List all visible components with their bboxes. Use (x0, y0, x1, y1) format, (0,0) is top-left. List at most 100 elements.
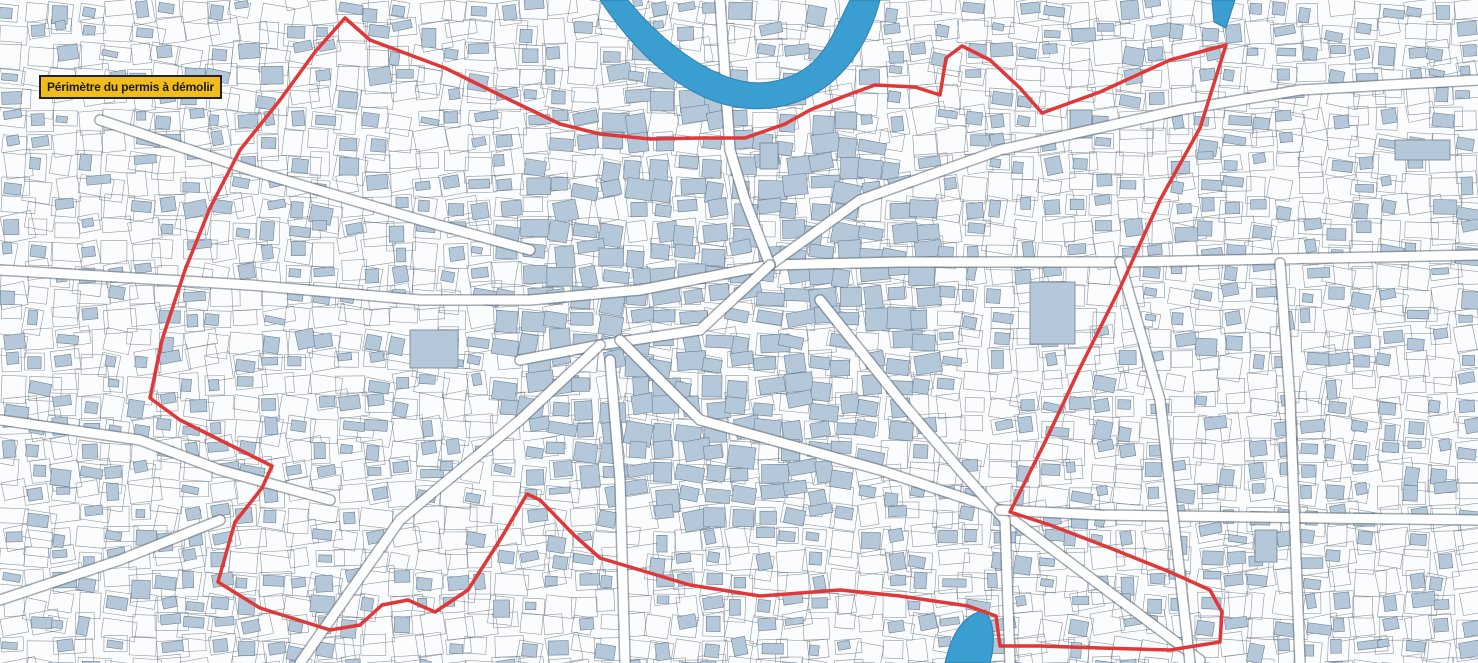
building (527, 507, 549, 523)
building (1225, 335, 1243, 351)
building (1011, 161, 1024, 175)
building (630, 201, 648, 218)
building (753, 356, 777, 371)
building (526, 177, 551, 196)
building (1222, 68, 1235, 82)
parcel (284, 374, 313, 397)
building (261, 65, 284, 85)
building (706, 572, 724, 586)
parcel (1041, 420, 1075, 439)
parcel (912, 133, 939, 158)
building (1299, 557, 1324, 569)
building (26, 512, 50, 529)
building (1407, 440, 1422, 449)
building (909, 199, 938, 219)
building (54, 197, 75, 211)
parcel (20, 307, 45, 337)
building (1332, 618, 1345, 633)
parcel (1168, 396, 1196, 413)
parcel (1241, 45, 1266, 66)
building (549, 137, 575, 152)
building (653, 503, 674, 520)
building (936, 377, 955, 390)
building (890, 115, 905, 133)
building (778, 530, 796, 543)
parcel (1219, 308, 1246, 335)
building (360, 596, 375, 612)
building (1118, 442, 1137, 459)
building (30, 24, 46, 37)
building (1330, 45, 1347, 54)
building (500, 199, 523, 218)
parcel (829, 502, 859, 532)
building (491, 380, 518, 403)
parcel (412, 125, 449, 153)
parcel (307, 128, 329, 149)
parcel (938, 547, 971, 566)
parcel (0, 87, 32, 110)
building (942, 578, 967, 588)
building (860, 531, 881, 550)
building (30, 113, 45, 126)
building (157, 1, 175, 15)
building (1041, 463, 1061, 476)
parcel (388, 0, 411, 19)
parcel (81, 396, 102, 421)
building (369, 350, 385, 363)
building (887, 619, 905, 634)
building (318, 395, 336, 408)
parcel (776, 526, 799, 544)
building (25, 443, 39, 458)
building (210, 596, 230, 611)
parcel (1426, 57, 1460, 79)
parcel (23, 201, 58, 232)
building (361, 7, 378, 24)
building (467, 43, 489, 55)
parcel (1221, 18, 1251, 50)
building (755, 552, 773, 572)
building (182, 182, 201, 193)
parcel (1091, 214, 1122, 235)
building (1406, 337, 1425, 352)
building (294, 327, 317, 351)
building (84, 400, 99, 415)
parcel (958, 311, 984, 339)
building (5, 351, 20, 365)
parcel (1244, 437, 1276, 462)
parcel (954, 284, 978, 316)
building (343, 511, 356, 525)
parcel (1088, 194, 1112, 216)
building (1144, 313, 1157, 322)
building (985, 288, 1001, 304)
parcel (309, 0, 339, 26)
parcel (23, 529, 53, 558)
building (493, 599, 510, 618)
parcel (932, 509, 954, 529)
parcel (1348, 480, 1370, 504)
parcel (77, 304, 110, 332)
building (84, 504, 104, 517)
parcel (1115, 530, 1136, 558)
building (860, 114, 873, 125)
parcel (209, 239, 238, 264)
building (1093, 397, 1111, 414)
building (391, 4, 406, 18)
building (783, 352, 807, 375)
parcel (418, 110, 445, 126)
building (1299, 528, 1315, 545)
building (726, 444, 757, 470)
parcel (937, 574, 973, 594)
building (159, 391, 177, 405)
building (440, 270, 456, 283)
building (839, 287, 862, 307)
parcel (467, 551, 492, 569)
parcel (129, 22, 167, 48)
parcel (209, 219, 230, 246)
parcel (414, 83, 438, 101)
building (1303, 217, 1323, 231)
building (884, 7, 899, 24)
parcel (102, 375, 124, 393)
building (208, 378, 220, 392)
